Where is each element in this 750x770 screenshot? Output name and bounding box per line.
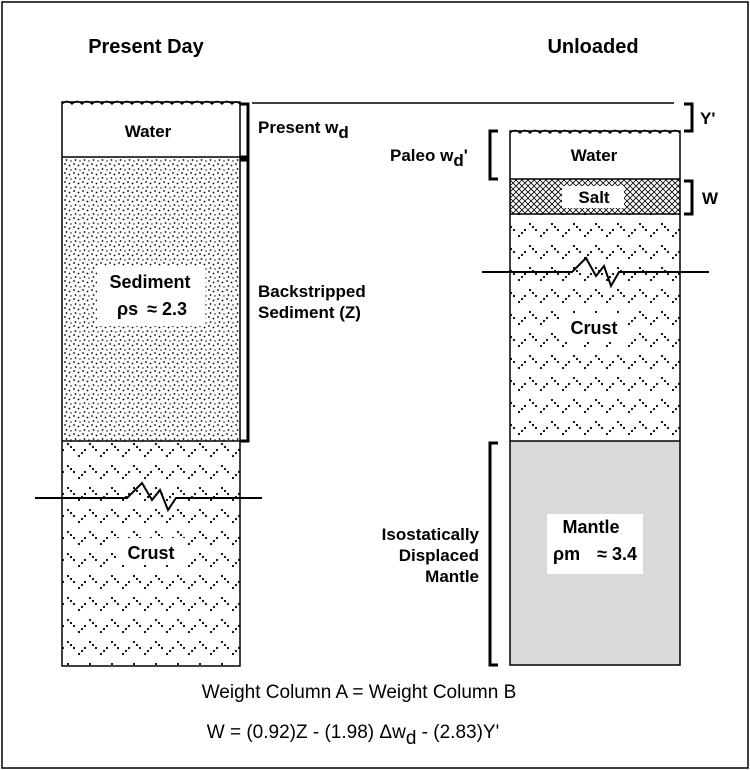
left-brackets (240, 102, 250, 443)
present-wd-bracket (240, 102, 250, 159)
displaced-mantle-bracket (488, 441, 498, 667)
right-column: Water Salt Crust Mantle ρm ≈ 3.4 (482, 129, 709, 666)
left-column: Water Sediment ρs ≈ 2.3 Crust (35, 100, 262, 667)
heading-present-day: Present Day (88, 36, 204, 58)
equation-line2: W = (0.92)Z - (1.98) Δwd - (2.83)Y' (207, 722, 499, 749)
right-break-line (482, 256, 709, 289)
equation-line2-part1: W = (0.92)Z - (1.98) Δw (207, 722, 406, 743)
left-water-label: Water (125, 122, 172, 141)
paleo-wd-bracket (488, 129, 498, 181)
y-prime-label: Y' (700, 109, 715, 128)
left-sediment-density: ρs ≈ 2.3 (117, 299, 187, 319)
left-crust-label: Crust (127, 543, 174, 563)
right-crust-label: Crust (570, 318, 617, 338)
right-salt-label: Salt (578, 188, 610, 207)
mantle-density-value: ≈ 3.4 (597, 544, 637, 564)
backstripped-label-line1: Backstripped (258, 282, 366, 301)
present-wd-subscript: d (338, 123, 348, 142)
present-wd-text: Present w (258, 118, 339, 137)
displaced-label-line1: Isostatically (382, 525, 480, 544)
present-wd-label: Present wd (258, 118, 349, 142)
w-label: W (702, 189, 719, 208)
right-mantle-density: ρm ≈ 3.4 (553, 544, 637, 564)
sediment-density-value: ≈ 2.3 (147, 299, 187, 319)
displaced-label-line3: Mantle (425, 567, 479, 586)
left-sediment-label: Sediment (109, 272, 190, 292)
equation-line2-part2: - (2.83)Y' (416, 722, 499, 743)
displaced-label-line2: Displaced (399, 546, 479, 565)
left-break-line (35, 481, 262, 513)
backstripped-bracket (240, 158, 250, 443)
right-water-label: Water (571, 146, 618, 165)
right-brackets (488, 102, 694, 667)
backstripped-label-line2: Sediment (Z) (258, 303, 361, 322)
left-water-surface (61, 100, 241, 106)
paleo-wd-text: Paleo w (390, 146, 454, 165)
w-bracket (684, 179, 694, 216)
equation-line2-subscript: d (406, 728, 417, 749)
equation-line1: Weight Column A = Weight Column B (202, 682, 517, 703)
paleo-wd-subscript: d (453, 151, 463, 170)
paleo-wd-prime: ' (464, 146, 468, 165)
y-prime-bracket (684, 102, 694, 133)
heading-unloaded: Unloaded (547, 36, 638, 58)
paleo-wd-label: Paleo wd' (390, 146, 468, 170)
mantle-density-symbol: ρm (553, 544, 580, 564)
right-mantle-label: Mantle (562, 517, 619, 537)
sediment-density-symbol: ρs (117, 299, 138, 319)
